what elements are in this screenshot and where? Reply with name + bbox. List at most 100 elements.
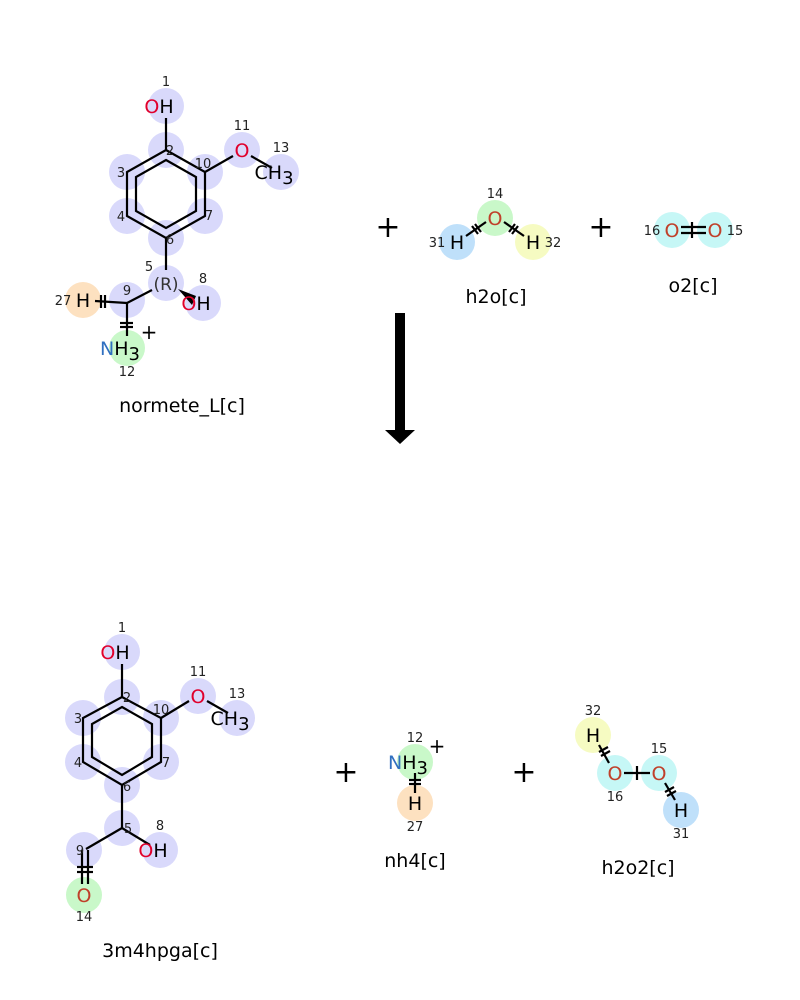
reaction-arrow-down bbox=[385, 313, 415, 444]
atom-label: O bbox=[608, 763, 623, 785]
atom-h2o-32: 32H bbox=[526, 232, 561, 254]
atom-number: 15 bbox=[651, 742, 668, 757]
atom-element: O bbox=[665, 220, 680, 242]
atom-label: O bbox=[665, 220, 680, 242]
atom-m3m4hpga-5: 5 bbox=[124, 822, 132, 837]
atom-hydrogens: H bbox=[224, 708, 238, 730]
atom-number: 8 bbox=[199, 272, 207, 287]
atom-m3m4hpga-11: 11O bbox=[190, 665, 207, 708]
atom-number: 11 bbox=[190, 665, 207, 680]
molecule-h2o2-bonds bbox=[598, 744, 677, 801]
atom-label: H bbox=[408, 793, 422, 815]
atom-number: 12 bbox=[119, 365, 136, 380]
atom-hydrogens: H bbox=[159, 96, 173, 118]
atom-normete-9: 9 bbox=[123, 284, 131, 299]
atom-number: 7 bbox=[162, 756, 170, 771]
atom-number: 8 bbox=[156, 819, 164, 834]
atom-element: O bbox=[144, 96, 159, 118]
atom-number: 16 bbox=[607, 790, 624, 805]
atom-highlight bbox=[185, 285, 221, 321]
atom-label: O bbox=[77, 885, 92, 907]
atom-hydrogens: H bbox=[402, 752, 416, 774]
atom-highlight bbox=[641, 755, 677, 791]
atom-label: H bbox=[586, 725, 600, 747]
atom-normete-11: 11O bbox=[234, 119, 251, 162]
atom-m3m4hpga-6: 6 bbox=[123, 780, 131, 795]
atom-label: NH3 bbox=[388, 752, 428, 779]
atom-element: H bbox=[408, 793, 422, 815]
molecule-name-o2: o2[c] bbox=[669, 275, 718, 297]
atom-highlight bbox=[697, 212, 733, 248]
plus-operator: + bbox=[333, 755, 358, 790]
atom-number: 3 bbox=[74, 712, 82, 727]
atom-highlight bbox=[575, 717, 611, 753]
atom-m3m4hpga-8: 8OH bbox=[138, 819, 167, 862]
atom-normete-1: 1OH bbox=[144, 75, 173, 118]
atom-highlight bbox=[515, 224, 551, 260]
atom-m3m4hpga-1: 1OH bbox=[100, 621, 129, 664]
atom-label: H bbox=[674, 800, 688, 822]
atom-highlight bbox=[104, 634, 140, 670]
atom-number: 5 bbox=[145, 260, 153, 275]
atom-element: H bbox=[586, 725, 600, 747]
atom-element: O bbox=[235, 140, 250, 162]
atom-number: 2 bbox=[123, 691, 131, 706]
atom-label: OH bbox=[144, 96, 173, 118]
atom-element: O bbox=[138, 840, 153, 862]
atom-subscript: 3 bbox=[417, 758, 428, 779]
atom-m3m4hpga-4: 4 bbox=[74, 756, 82, 771]
atom-normete-4: 4 bbox=[117, 210, 125, 225]
atom-highlight bbox=[65, 282, 101, 318]
atom-highlight bbox=[663, 792, 699, 828]
atom-number: 11 bbox=[234, 119, 251, 134]
atom-subscript: 3 bbox=[238, 714, 249, 735]
atom-m3m4hpga-10: 10 bbox=[153, 703, 170, 718]
molecule-name-h2o2: h2o2[c] bbox=[601, 857, 674, 879]
plus-operator: + bbox=[588, 210, 613, 245]
atom-highlight bbox=[142, 832, 178, 868]
atom-highlight bbox=[148, 88, 184, 124]
atom-number: 14 bbox=[76, 910, 93, 925]
atom-label: OH bbox=[100, 642, 129, 664]
atom-highlight bbox=[66, 832, 102, 868]
atom-number: 9 bbox=[76, 844, 84, 859]
atom-label: H bbox=[450, 232, 464, 254]
atom-highlight bbox=[597, 755, 633, 791]
atom-element: O bbox=[608, 763, 623, 785]
atom-element: O bbox=[181, 293, 196, 315]
atom-hydrogens: H bbox=[115, 642, 129, 664]
atom-highlight bbox=[397, 744, 433, 780]
atom-charge: + bbox=[429, 734, 446, 758]
molecule-nh4-bonds bbox=[409, 773, 421, 793]
plus-operator: + bbox=[375, 210, 400, 245]
atom-number: 2 bbox=[166, 144, 174, 159]
molecule-normete-bonds bbox=[94, 118, 273, 336]
atom-number: 31 bbox=[673, 827, 690, 842]
bonds bbox=[77, 118, 706, 884]
atom-number: 3 bbox=[117, 166, 125, 181]
atom-number: 7 bbox=[205, 209, 213, 224]
atom-normete-6: 6 bbox=[166, 233, 174, 248]
atom-hydrogens: H bbox=[268, 162, 282, 184]
atom-label: CH3 bbox=[254, 162, 293, 189]
atom-number: 4 bbox=[74, 756, 82, 771]
atom-normete-10: 10 bbox=[195, 157, 212, 172]
atom-element: O bbox=[708, 220, 723, 242]
atom-number: 13 bbox=[229, 687, 246, 702]
atom-label: H bbox=[526, 232, 540, 254]
atom-subscript: 3 bbox=[282, 168, 293, 189]
atom-number: 1 bbox=[162, 75, 170, 90]
atom-normete-7: 7 bbox=[205, 209, 213, 224]
atom-element: O bbox=[191, 686, 206, 708]
atom-m3m4hpga-9: 9 bbox=[76, 844, 84, 859]
atom-h2o2-32: 32H bbox=[585, 704, 602, 747]
atom-element: C bbox=[210, 708, 223, 730]
atom-element: H bbox=[526, 232, 540, 254]
atom-element: H bbox=[450, 232, 464, 254]
atom-element: N bbox=[100, 338, 114, 360]
atom-element: C bbox=[254, 162, 267, 184]
